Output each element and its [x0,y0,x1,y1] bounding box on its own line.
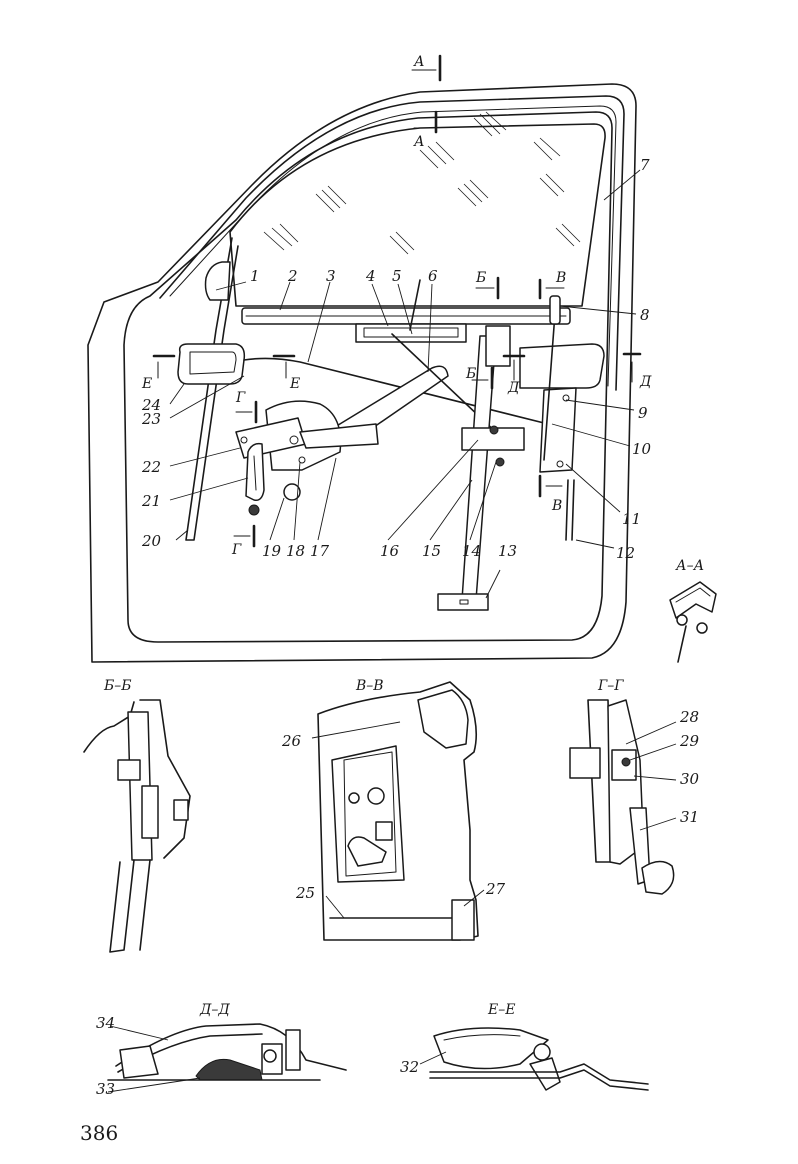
inner-door-handle [178,344,244,384]
mark-e-right: Е [289,376,300,392]
callout-9: 9 [638,404,648,422]
callout-26: 26 [281,732,302,750]
mark-g-top: Г [235,390,246,406]
mark-v-top: В [555,270,566,286]
callout-18: 18 [286,542,305,560]
mark-b-top: Б [475,270,486,286]
page-number: 386 [80,1121,118,1145]
rail-bottom-bracket [438,594,488,610]
mark-g-bottom: Г [231,542,242,558]
callout-5: 5 [392,267,402,285]
callout-12: 12 [616,544,635,562]
mark-e-left: Е [141,376,152,392]
callout-29: 29 [679,732,700,750]
callout-21: 21 [141,492,161,510]
callout-4: 4 [365,267,376,285]
callout-7: 7 [640,156,650,174]
rail-upper-bracket [486,326,510,366]
mark-v-bottom: В [551,498,562,514]
window-glass [230,124,605,306]
callout-13: 13 [498,542,517,560]
callout-1: 1 [250,267,260,285]
callout-17: 17 [310,542,330,560]
crank-knob [249,505,259,515]
callout-2: 2 [287,267,298,285]
slider-bolt-2 [496,458,504,466]
callout-27: 27 [485,880,506,898]
section-g-g: Г–Г 28 29 30 31 [570,678,700,894]
callout-30: 30 [680,770,700,788]
callout-16: 16 [380,542,400,560]
callout-33: 33 [96,1080,115,1098]
section-v-v: В–В 26 25 27 [281,678,506,940]
outer-door-handle [520,344,604,388]
rear-glass-runner [566,480,568,540]
slider-bolt [490,426,498,434]
callout-34: 34 [96,1014,115,1032]
callout-24: 24 [141,396,161,414]
rear-glass-runner-2 [572,480,574,540]
mark-a-bottom: А [413,134,425,150]
callout-19: 19 [262,542,282,560]
mark-d-right: Д [639,374,652,390]
section-d-d: Д–Д 34 33 [96,1002,346,1098]
callout-8: 8 [640,306,650,324]
mark-d-left: Д [507,380,520,396]
callout-28: 28 [679,708,699,726]
callout-11: 11 [622,510,641,528]
section-b-b: Б–Б [84,678,190,952]
callout-3: 3 [326,267,336,285]
section-title-dd: Д–Д [199,1002,230,1018]
callout-32: 32 [400,1058,419,1076]
door-main-view [88,84,640,662]
callout-25: 25 [295,884,315,902]
callout-22: 22 [141,458,161,476]
callout-15: 15 [422,542,441,560]
section-title-bb: Б–Б [103,678,132,694]
callout-31: 31 [680,808,699,826]
section-e-e: Е–Е 32 [400,1002,648,1090]
callout-10: 10 [632,440,652,458]
mark-a-top: А [413,54,425,70]
section-a-a: А–А [670,558,716,662]
callout-14: 14 [462,542,481,560]
section-title-aa: А–А [675,558,704,574]
lock-button [550,296,560,324]
mirror-mount [206,262,231,300]
callout-6: 6 [428,267,438,285]
callout-20: 20 [141,532,162,550]
section-title-gg: Г–Г [597,678,624,694]
section-title-vv: В–В [355,678,384,694]
mark-b-bottom: Б [465,366,476,382]
section-title-ee: Е–Е [487,1002,515,1018]
